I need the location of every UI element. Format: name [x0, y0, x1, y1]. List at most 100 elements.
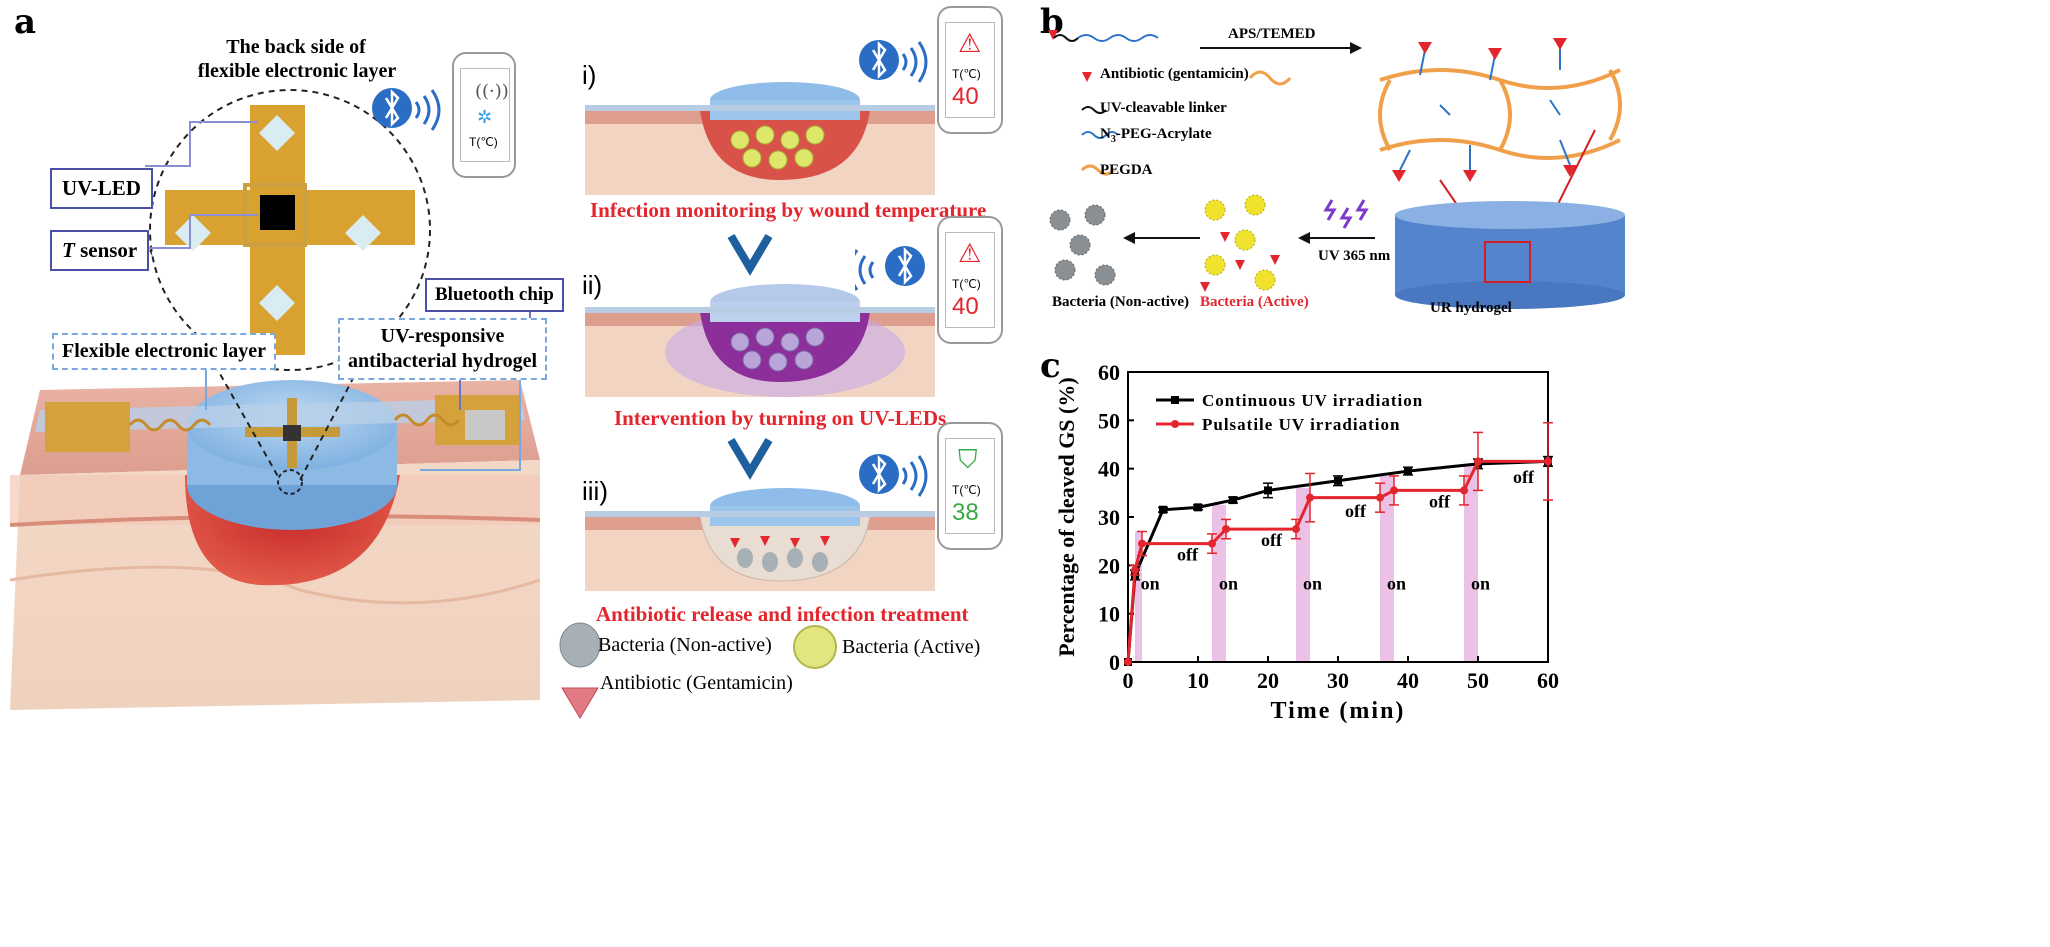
- bluetooth-icon: [859, 454, 928, 497]
- data-point: [1390, 486, 1398, 495]
- hydrogel-label: UR hydrogel: [1430, 300, 1512, 316]
- data-point: [1292, 525, 1300, 534]
- data-point: [1159, 505, 1167, 514]
- panel-c-letter: c: [1040, 346, 1061, 386]
- y-tick-label: 10: [1098, 602, 1120, 627]
- x-tick-label: 40: [1397, 668, 1419, 693]
- legend-label: Pulsatile UV irradiation: [1202, 415, 1400, 434]
- annotation-off: off: [1345, 501, 1367, 521]
- bacteria-active-label: Bacteria (Active): [1200, 294, 1309, 310]
- temperature-value: 40: [952, 83, 979, 110]
- step-2-caption: Intervention by turning on UV-LEDs: [614, 406, 947, 430]
- x-tick-label: 10: [1187, 668, 1209, 693]
- panel-a-letter: a: [14, 2, 37, 42]
- legend-active: Bacteria (Active): [842, 636, 981, 658]
- x-axis-label: Time (min): [1271, 698, 1406, 724]
- x-tick-label: 20: [1257, 668, 1279, 693]
- data-point: [1474, 457, 1482, 466]
- annotation-on: on: [1303, 574, 1322, 594]
- data-point: [1124, 658, 1132, 666]
- x-tick-label: 0: [1123, 668, 1134, 693]
- legend-label: Continuous UV irradiation: [1202, 391, 1423, 410]
- data-point: [1229, 496, 1237, 505]
- on-window-bar: [1135, 531, 1142, 662]
- uv-led-label: UV-LED: [50, 168, 153, 209]
- step-1-phone: ⚠ T(℃) 40: [937, 6, 1003, 134]
- data-point: [1404, 467, 1412, 476]
- step-2-numeral: ii): [582, 270, 603, 300]
- y-tick-label: 60: [1098, 360, 1120, 385]
- data-point: [1222, 525, 1230, 534]
- phone-temp-label: T(℃): [469, 135, 498, 149]
- annotation-on: on: [1219, 574, 1238, 594]
- data-point: [1460, 486, 1468, 495]
- legend-a-symbols: [559, 622, 601, 719]
- data-point: [1306, 493, 1314, 502]
- phone-temp-label: T(℃): [952, 67, 981, 81]
- linker-legend: UV-cleavable linker: [1100, 100, 1227, 116]
- back-side-subtitle: flexible electronic layer: [197, 60, 397, 82]
- step-2-illustration: [585, 284, 935, 397]
- series-line: [1126, 459, 1548, 663]
- y-tick-label: 0: [1109, 650, 1120, 675]
- annotation-off: off: [1177, 545, 1199, 565]
- temperature-value: 38: [952, 499, 979, 526]
- phone-screen: ((·)) ✲ T(℃): [460, 68, 510, 162]
- y-axis-label: Percentage of cleaved GS (%): [1054, 377, 1079, 656]
- data-point: [1376, 493, 1384, 502]
- annotation-off: off: [1513, 467, 1535, 487]
- data-point: [1544, 457, 1552, 466]
- annotation-on: on: [1141, 574, 1160, 594]
- y-tick-label: 40: [1098, 457, 1120, 482]
- wifi-icon: ((·)): [475, 81, 509, 102]
- step-3-numeral: iii): [582, 476, 608, 506]
- bluetooth-icon: [859, 40, 928, 83]
- phone-temp-label: T(℃): [952, 483, 981, 497]
- reaction-condition: APS/TEMED: [1228, 26, 1316, 42]
- signal-icon: ✲: [477, 107, 493, 128]
- flexible-layer-label: Flexible electronic layer: [52, 333, 276, 370]
- back-side-title: The back side of: [226, 36, 366, 58]
- data-point: [1138, 539, 1146, 548]
- panel-b-letter: b: [1040, 2, 1064, 42]
- warning-icon: ⚠: [958, 239, 982, 269]
- shield-check-icon: ⛉: [958, 445, 978, 475]
- phone-temp-label: T(℃): [952, 277, 981, 291]
- active-bacteria-icon: [793, 625, 837, 669]
- step-3-phone: ⛉ T(℃) 38: [937, 422, 1003, 550]
- data-point: [1131, 566, 1139, 575]
- bluetooth-icon: [855, 246, 925, 291]
- step-3-illustration: [585, 488, 935, 591]
- magnified-circuit-view: [149, 89, 431, 371]
- skin-device-illustration: [9, 249, 541, 710]
- peg-acrylate-legend: N3-PEG-Acrylate: [1100, 126, 1212, 145]
- down-arrow-icon: [727, 233, 773, 276]
- annotation-on: on: [1471, 574, 1490, 594]
- antibiotic-legend: Antibiotic (gentamicin): [1100, 66, 1249, 82]
- step-2-phone: ⚠ T(℃) 40: [937, 216, 1003, 344]
- data-point: [1264, 486, 1272, 495]
- data-point: [1334, 476, 1342, 485]
- bacteria-non-active-label: Bacteria (Non-active): [1052, 294, 1190, 310]
- step-1-caption: Infection monitoring by wound temperatur…: [590, 198, 987, 222]
- pegda-legend: PEGDA: [1100, 162, 1153, 178]
- on-window-bar: [1296, 488, 1310, 662]
- x-tick-label: 50: [1467, 668, 1489, 693]
- legend-marker: [1171, 396, 1179, 404]
- bluetooth-chip-label: Bluetooth chip: [425, 278, 564, 312]
- temperature-value: 40: [952, 293, 979, 320]
- data-point: [1194, 503, 1202, 512]
- step-3-caption: Antibiotic release and infection treatme…: [596, 602, 969, 626]
- x-tick-label: 60: [1537, 668, 1559, 693]
- on-window-bar: [1464, 463, 1478, 662]
- y-tick-label: 50: [1098, 408, 1120, 433]
- warning-icon: ⚠: [958, 29, 982, 59]
- down-arrow-icon: [727, 437, 773, 480]
- x-tick-label: 30: [1327, 668, 1349, 693]
- annotation-off: off: [1261, 530, 1283, 550]
- bluetooth-icon: [372, 88, 441, 131]
- legend-antibiotic: Antibiotic (Gentamicin): [600, 672, 793, 694]
- step-1-illustration: [585, 82, 935, 195]
- hydrogel-label: UV-responsive antibacterial hydrogel: [338, 318, 548, 380]
